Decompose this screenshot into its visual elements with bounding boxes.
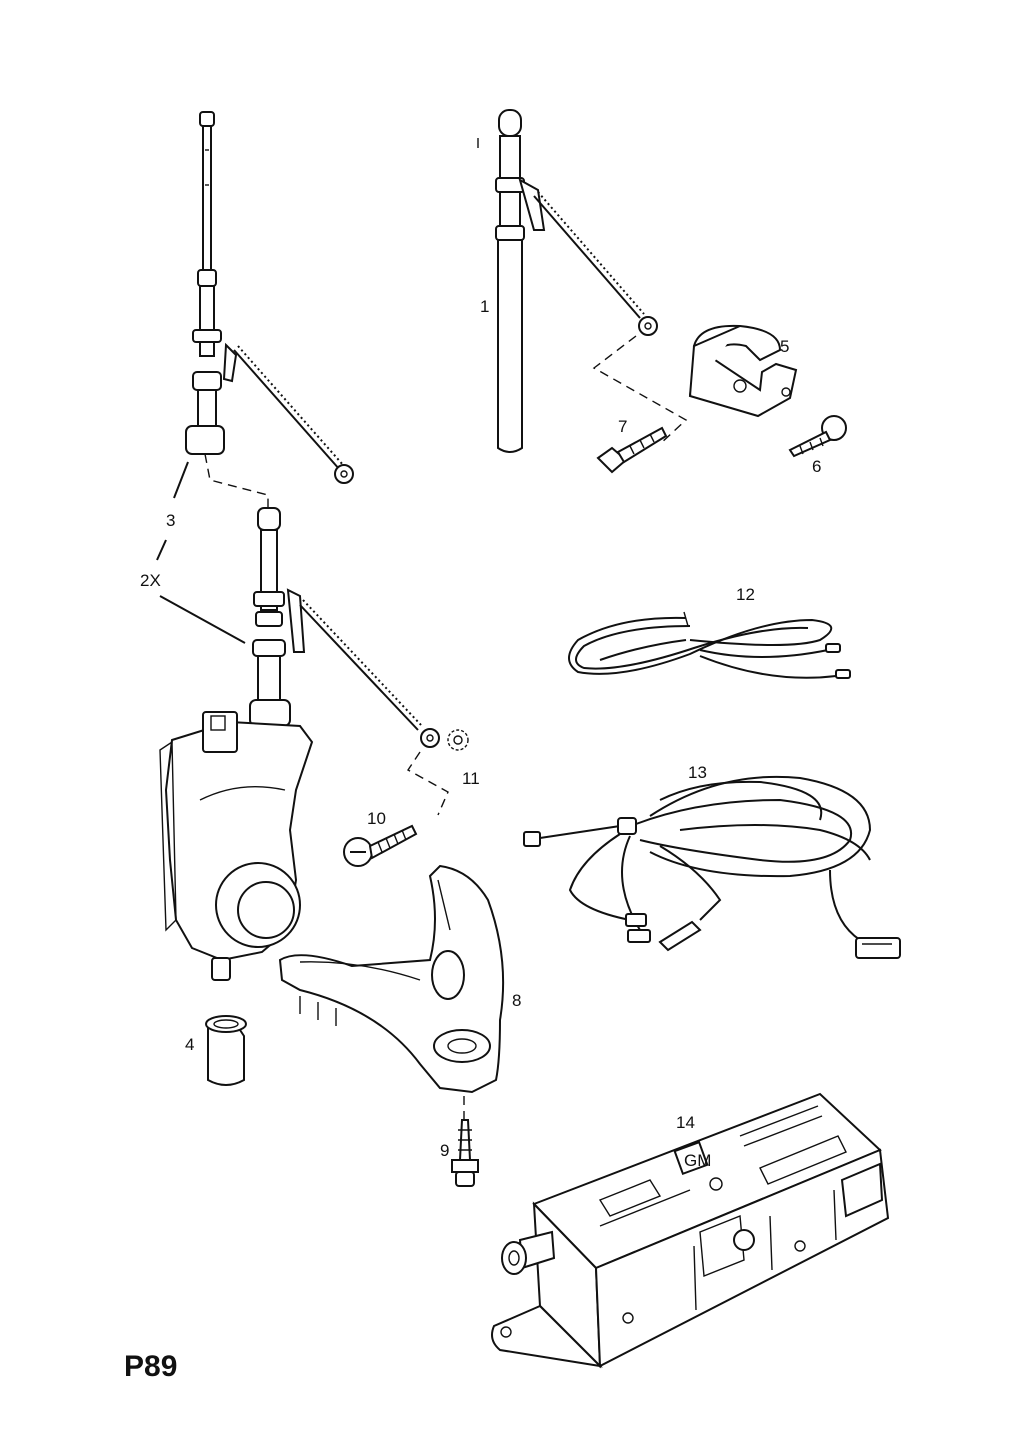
cable-part-12: [568, 611, 851, 679]
assembly-line: [204, 453, 269, 512]
callout-14: 14: [676, 1113, 695, 1132]
callout-5: 5: [780, 337, 789, 356]
antenna-mast-part-3: [185, 111, 354, 484]
callout-3: 3: [166, 511, 175, 530]
assembly-line: [406, 751, 449, 816]
bracket-part-8: [278, 864, 505, 1094]
motor-antenna-assembly: [159, 507, 440, 981]
callout-12: 12: [736, 585, 755, 604]
harness-part-13: [523, 775, 901, 959]
screw-part-9: [451, 1119, 479, 1187]
fixed-antenna-part-1: [477, 109, 658, 453]
callout-11: 11: [462, 769, 480, 788]
page-code: P89: [124, 1350, 177, 1383]
screw-part-10: [343, 824, 418, 867]
callout-7: 7: [618, 417, 627, 436]
callout-6: 6: [812, 457, 821, 476]
callout-1: 1: [480, 297, 489, 316]
callout-4: 4: [185, 1035, 194, 1054]
callout-10: 10: [367, 809, 386, 828]
module-marking: GM: [684, 1151, 711, 1170]
module-part-14: GM: [491, 1092, 890, 1369]
callout-13: 13: [688, 763, 707, 782]
leader-line: [156, 539, 167, 561]
assembly-line: [592, 335, 688, 445]
clip-part-5: [688, 324, 798, 418]
callout-2x: 2X: [140, 571, 161, 590]
leader-line: [159, 595, 246, 644]
screw-part-7: [596, 426, 668, 474]
callout-9: 9: [440, 1141, 449, 1160]
leader-line: [173, 461, 189, 499]
sleeve-part-4: [205, 1015, 247, 1086]
washer-part-11: [447, 729, 469, 751]
screw-part-6: [788, 415, 847, 458]
callout-8: 8: [512, 991, 521, 1010]
